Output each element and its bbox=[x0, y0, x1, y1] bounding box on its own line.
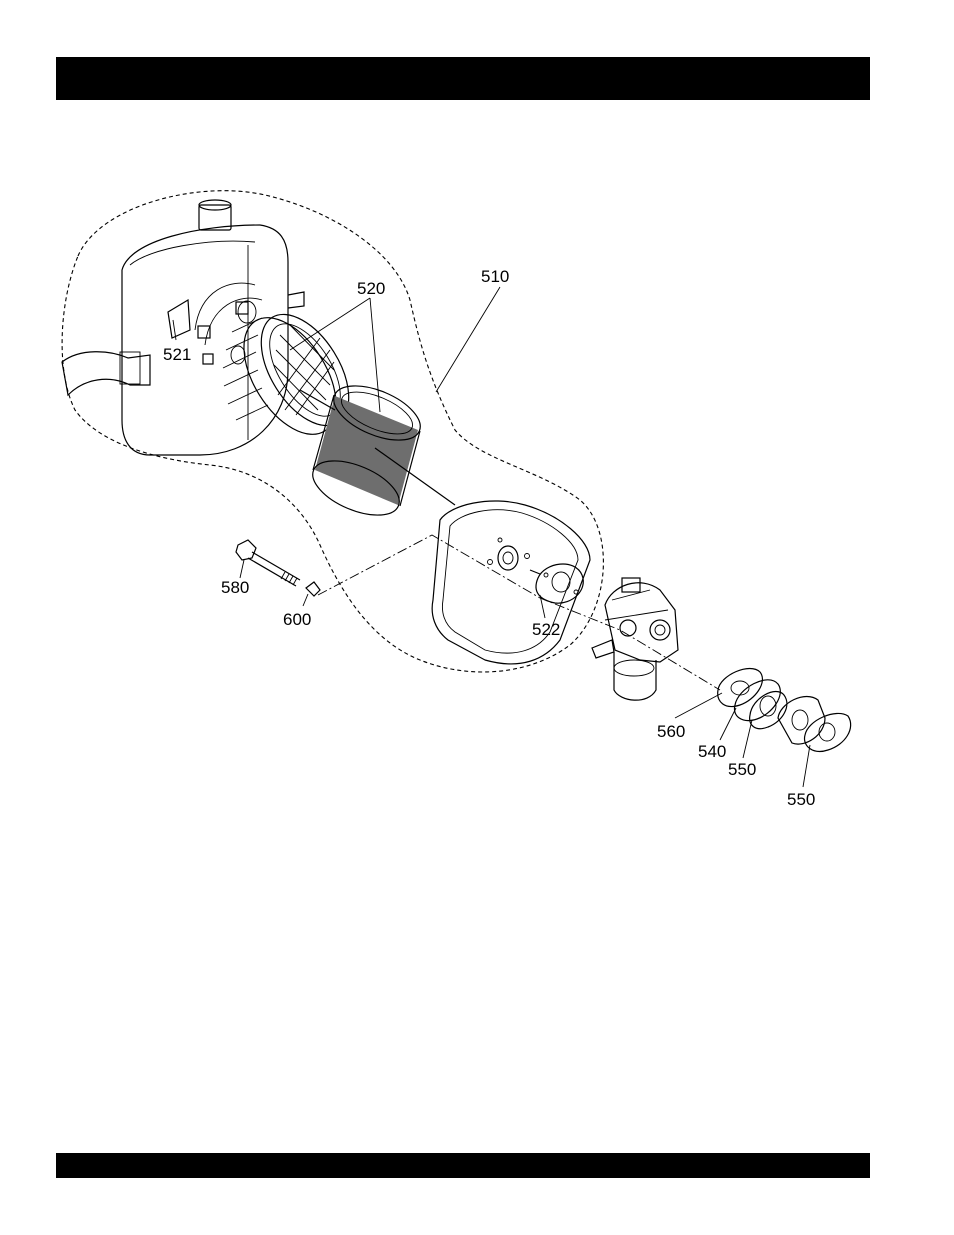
callout-580: 580 bbox=[221, 578, 249, 597]
air-cleaner-base bbox=[432, 501, 590, 664]
callout-540: 540 bbox=[698, 742, 726, 761]
insulator-block bbox=[778, 696, 825, 744]
callout-600: 600 bbox=[283, 610, 311, 629]
callout-520: 520 bbox=[357, 279, 385, 298]
callout-522: 522 bbox=[532, 620, 560, 639]
callout-550-b: 550 bbox=[787, 790, 815, 809]
callout-560: 560 bbox=[657, 722, 685, 741]
callout-550-a: 550 bbox=[728, 760, 756, 779]
air-cleaner-cover bbox=[62, 200, 304, 455]
gasket-560 bbox=[718, 668, 763, 706]
gasket-550b bbox=[805, 713, 851, 751]
callout-510: 510 bbox=[481, 267, 509, 286]
washer-600 bbox=[306, 582, 320, 596]
leader-lines bbox=[173, 287, 810, 787]
carburetor bbox=[592, 578, 678, 700]
gasket-522 bbox=[530, 564, 583, 603]
callout-521: 521 bbox=[163, 345, 191, 364]
